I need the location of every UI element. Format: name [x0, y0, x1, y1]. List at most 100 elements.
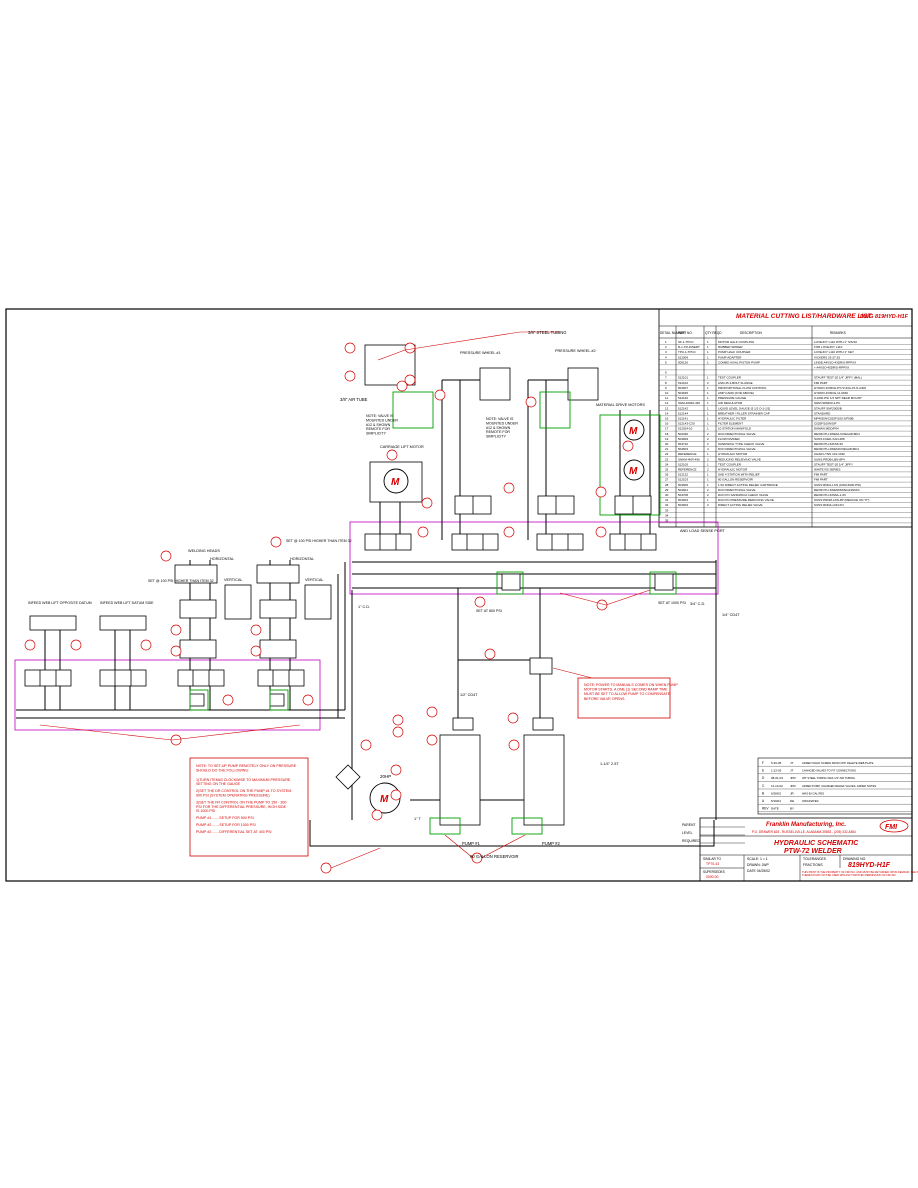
revision-by: JPR	[790, 784, 797, 788]
cutting-list-cell: 9	[665, 386, 667, 390]
note-line: MUST BE SET TO ALLOW PUMP TO COMPENSATE	[584, 692, 671, 696]
cutting-list-cell: 2	[707, 437, 709, 441]
cutting-list-cell: 504606	[678, 483, 688, 487]
cutting-list-cell: C025F/100N/S/F	[814, 422, 837, 426]
cutting-list-cell: TEST COUPLER	[718, 376, 742, 380]
drawing-border	[5, 308, 913, 882]
cutting-list-cell: 1	[707, 401, 709, 405]
cutting-list-cell: TPC-1-TPCC	[678, 350, 697, 354]
revision-date: 1-22-03	[771, 769, 782, 773]
cutting-list-header: PART NO.	[678, 331, 693, 335]
cutting-list-cell: 12	[665, 401, 669, 405]
cutting-list-cell: REXROTH Z2FS6-3X	[814, 442, 843, 446]
revision-letter: B	[762, 791, 764, 795]
cutting-list-dwg: DWG 819HYD-H1F	[860, 314, 909, 320]
setup-note-line: 3)SET THE FR CONTROL ON THE PUMP TO 150 …	[196, 800, 287, 813]
cutting-list-cell: 15	[665, 417, 669, 421]
cutting-list-cell: 512141	[678, 417, 688, 421]
cutting-list-cell: 10 STATION MANIFOLD	[718, 427, 752, 431]
cutting-list-cell: SNHM-4KR-490	[678, 457, 700, 461]
label-reservoir: 60 GALLON RESERVOIR	[470, 854, 519, 859]
cutting-list-cell: 512009	[678, 355, 688, 359]
cutting-list-cell: 1	[707, 473, 709, 477]
cutting-list-cell: 34	[665, 513, 669, 517]
cutting-list-cell: HYDRO-FORCE PV72-33A-07-N-2400	[814, 386, 866, 390]
cutting-list-cell: BREATHER / FILLER STRAINER CAP	[718, 411, 770, 415]
revision-date: DATE	[771, 807, 779, 811]
cutting-list-cell: 512144	[678, 411, 688, 415]
setup-note-line: PUMP #2 .......DIFFERENTIAL SET AT 400 P…	[196, 830, 272, 834]
cutting-list-cell: 2	[707, 442, 709, 446]
cutting-list-cell: 18	[665, 432, 669, 436]
revision-by: JT	[790, 769, 794, 773]
note-line: NOTE: VALVE IS	[366, 414, 394, 418]
cutting-list-cell: 32	[665, 503, 669, 507]
cutting-list-cell: 1	[707, 345, 709, 349]
note-line: #12 & SHOWN	[486, 426, 511, 430]
cutting-list-cell: DCD PO PRESSURE REDUCING VALVE	[718, 498, 774, 502]
similar-to-label: SIMILAR TO	[703, 857, 721, 861]
note-line: PUMP #2 .......DIFFERENTIAL SET AT 400 P…	[196, 830, 272, 834]
cutting-list-cell: LINDE A4VSO-43DR/S-RPPXX	[814, 360, 856, 364]
revision-date: 5-30-05	[771, 761, 782, 765]
note-line: MOUNTED UNDER	[486, 421, 518, 425]
cutting-list-cell: 504607	[678, 386, 688, 390]
cutting-list-cell: SUNS RDFA-LCN (1000-6000 PSI)	[814, 483, 861, 487]
revision-letter: E	[762, 769, 764, 773]
cutting-list-cell: SUNS FCED-XAN-488	[814, 437, 845, 441]
scale: SCALE: 1 = 1	[747, 857, 768, 861]
revision-by: JT	[790, 761, 794, 765]
cutting-list-cell: 31	[665, 498, 669, 502]
cutting-list-cell: 11	[665, 396, 668, 400]
cutting-list-cell: 1	[707, 350, 709, 354]
label-carriage-motor: CARRIAGE LIFT MOTOR	[380, 445, 424, 449]
note-line: SETTING ON THE GAUGE	[196, 782, 241, 786]
cutting-list-cell: VICKERS 23-27-25	[814, 355, 840, 359]
cutting-list-cell: LOVEJOY L110 WITH 1" KEY	[814, 350, 854, 354]
cutting-list-cell: PROPORTIONAL FLOW CONTROL	[718, 386, 767, 390]
cutting-list-cell: 17	[665, 427, 669, 431]
cutting-list-cell: 512105	[678, 462, 688, 466]
setup-note-line: PUMP #1 .......SETUP FOR 900 PSI	[196, 816, 254, 820]
cutting-list-cell: PRESSURE GAUGE	[718, 396, 746, 400]
cutting-list-cell: 24	[665, 462, 669, 466]
revision-letter: A	[762, 799, 765, 803]
cutting-list-cell: 19	[665, 437, 669, 441]
label-pump-1: PUMP #1	[462, 841, 481, 846]
cutting-list-title: MATERIAL CUTTING LIST/HARDWARE LIST	[736, 313, 873, 320]
cutting-list-cell: 3	[665, 350, 667, 354]
cutting-list-cell: 2	[707, 381, 709, 385]
cutting-list-cell: SUNS PRDM-LDN-8P (REDUCE ON "P")	[814, 498, 869, 502]
cutting-list-cell: HYDRAULIC MOTOR	[718, 452, 748, 456]
note-line: REMOTE FOR	[486, 430, 510, 434]
cutting-list-cell: 1	[707, 396, 709, 400]
setup-note-line: NOTE: TO SET-UP PUMP REMOTELY ONLY ON PR…	[196, 764, 297, 772]
cutting-list-cell: 22	[665, 452, 669, 456]
cutting-list-cell: 2	[707, 468, 709, 472]
note-line: MOTOR STARTS. A ONE (1) SECOND RAMP TIME	[584, 688, 668, 692]
cutting-list-cell: PUMP HALF COUPLER	[718, 350, 751, 354]
supersedes-value: 0000-00	[706, 875, 719, 879]
cutting-list-cell: STANDARD	[814, 411, 831, 415]
similar-to-value: TP70-43	[706, 862, 719, 866]
cutting-list-cell: 512024-10	[678, 427, 693, 431]
revision-by: BY	[790, 807, 794, 811]
cutting-list-cell: 28	[665, 483, 669, 487]
cutting-list-cell: FMI PART	[814, 478, 828, 482]
cutting-list-cell: 1	[707, 427, 709, 431]
cutting-list-cell: 1.5A DIRECT ACTING RELIEF CARTRIDGE	[718, 483, 778, 487]
svg-text:M: M	[391, 477, 400, 488]
note-line: THEREON MAY NOT BE USED WITHOUT WRITTEN …	[802, 873, 897, 877]
cutting-list-cell: 504603	[678, 498, 688, 502]
svg-text:M: M	[629, 466, 638, 477]
cutting-list-cell: 504601	[678, 488, 688, 492]
title-block: Franklin Manufacturing, Inc. P.O. DRAWER…	[699, 817, 918, 882]
cutting-list-cell: 2	[707, 432, 709, 436]
cutting-list-cell: COMBO AXIAL PISTON PUMP	[718, 360, 760, 364]
revision-letter: REV	[762, 807, 769, 811]
label-set-100-higher: SET @ 100 PSI HIGHER THAN ITEM 32	[286, 539, 352, 543]
drawing-number: 819HYD-H1F	[848, 862, 891, 869]
cutting-list-header: DETAIL NUMBER	[660, 331, 686, 335]
